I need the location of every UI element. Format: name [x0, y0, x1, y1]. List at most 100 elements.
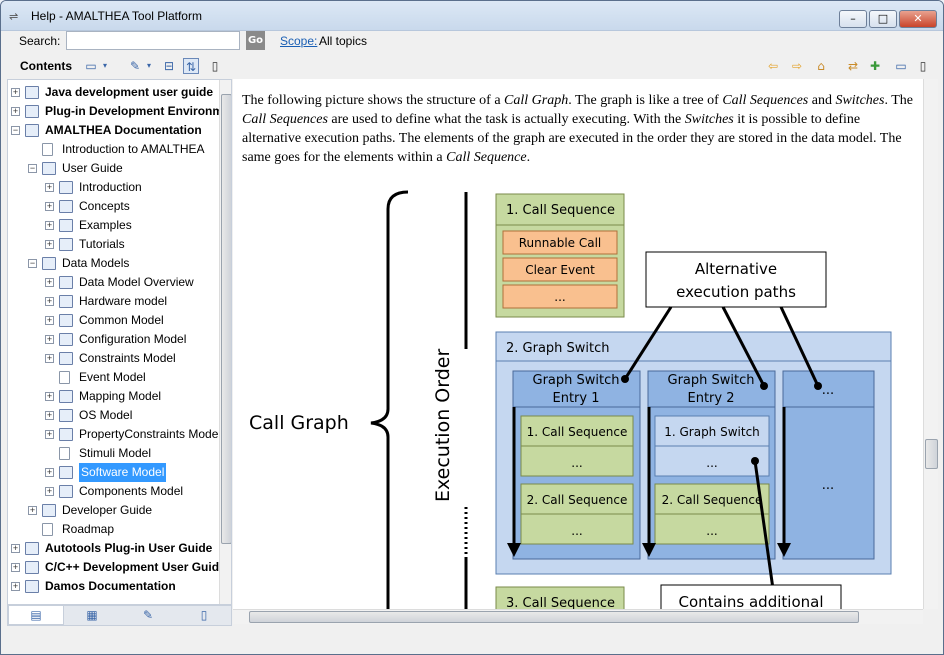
toc-item[interactable]: +Constraints Model [8, 349, 217, 368]
book-icon [59, 466, 73, 479]
expand-icon[interactable]: + [11, 106, 20, 116]
toc-item[interactable]: Stimuli Model [8, 444, 217, 463]
search-input[interactable] [66, 31, 240, 50]
expand-icon[interactable]: + [45, 220, 54, 230]
book-icon [59, 200, 73, 213]
toc-item[interactable]: +Tutorials [8, 235, 217, 254]
toolbar: Contents ▭ ▾ ✎ ▾ ⊟ ⇅ ▯ ⇦ ⇨ ⌂ ⇄ ✚ ▭ ▯ [1, 56, 943, 78]
expand-icon[interactable]: + [45, 315, 54, 325]
print-icon[interactable]: ▭ [85, 59, 97, 73]
add-bookmark-icon[interactable]: ✚ [869, 59, 881, 73]
toc-item[interactable]: +Software Model [8, 463, 217, 482]
text-run: are used to define what the task is actu… [327, 112, 685, 127]
toc-item[interactable]: +Plug-in Development Environment [8, 102, 231, 121]
collapse-icon[interactable]: − [28, 163, 37, 173]
content-hscroll-thumb[interactable] [249, 611, 859, 623]
toc-item[interactable]: −User Guide [8, 159, 217, 178]
toc-item-label: Damos Documentation [45, 579, 176, 593]
chevron-down-icon[interactable]: ▾ [102, 61, 107, 70]
toc-item[interactable]: Event Model [8, 368, 217, 387]
expand-icon[interactable]: + [45, 201, 54, 211]
toc-item[interactable]: +Developer Guide [8, 501, 217, 520]
collapse-icon[interactable]: − [11, 125, 20, 135]
forward-icon[interactable]: ⇨ [791, 59, 803, 73]
chevron-down-icon[interactable]: ▾ [146, 61, 151, 70]
back-icon[interactable]: ⇦ [767, 59, 779, 73]
toc-item[interactable]: +Java development user guide [8, 83, 217, 102]
toc-item[interactable]: +Examples [8, 216, 217, 235]
toc-item[interactable]: +C/C++ Development User Guide [8, 558, 226, 577]
home-icon[interactable]: ⌂ [817, 59, 825, 73]
toc-item-label: Data Model Overview [79, 275, 194, 289]
content-horizontal-scrollbar[interactable] [233, 609, 923, 624]
entry-3-dots: ... [822, 478, 834, 493]
expand-icon[interactable]: + [45, 467, 54, 477]
switch-entry-3 [782, 370, 875, 560]
toc-item[interactable]: +Introduction [8, 178, 217, 197]
expand-icon[interactable]: + [45, 353, 54, 363]
minimize-button[interactable]: – [839, 10, 867, 28]
toc-item[interactable]: Roadmap [8, 520, 217, 539]
expand-icon[interactable]: + [11, 543, 20, 553]
maximize-view-icon[interactable]: ▯ [211, 59, 219, 73]
tab-bookmarks[interactable]: ▯ [200, 608, 208, 622]
tab-contents[interactable]: ▤ [8, 606, 64, 625]
book-icon [59, 409, 73, 422]
toc-item[interactable]: +Components Model [8, 482, 217, 501]
toc-item[interactable]: +Hardware model [8, 292, 217, 311]
collapse-all-icon[interactable]: ⊟ [163, 59, 175, 73]
expand-icon[interactable]: + [11, 581, 20, 591]
tab-search[interactable]: ✎ [142, 608, 154, 622]
toc-item[interactable]: +Autotools Plug-in User Guide [8, 539, 217, 558]
print-page-icon[interactable]: ▭ [895, 59, 907, 73]
toc-item[interactable]: +PropertyConstraints Model [8, 425, 221, 444]
expand-icon[interactable]: + [11, 562, 20, 572]
toc-item[interactable]: +OS Model [8, 406, 217, 425]
toc-item[interactable]: + Damos Documentation [8, 577, 217, 596]
alternative-paths-line2: execution paths [676, 283, 796, 301]
close-button[interactable]: ✕ [899, 10, 937, 28]
expand-icon[interactable]: + [11, 87, 20, 97]
expand-icon[interactable]: + [45, 334, 54, 344]
show-in-toc-icon[interactable]: ⇄ [847, 59, 859, 73]
expand-icon[interactable]: + [45, 277, 54, 287]
content-vertical-scrollbar[interactable] [923, 79, 938, 609]
expand-icon[interactable]: + [45, 296, 54, 306]
bookmark-icon[interactable]: ✎ [129, 59, 141, 73]
content-scroll-thumb[interactable] [925, 439, 938, 469]
toc-item[interactable]: − AMALTHEA Documentation [8, 121, 217, 140]
expand-icon[interactable]: + [45, 239, 54, 249]
emphasized-term: Switches [835, 93, 885, 108]
toc-item-label: AMALTHEA Documentation [45, 123, 202, 137]
maximize-content-icon[interactable]: ▯ [919, 59, 927, 73]
emphasized-term: Call Sequences [722, 93, 809, 108]
toc-vertical-scrollbar[interactable] [219, 80, 231, 604]
toc-item-label: Roadmap [62, 522, 115, 536]
toc-item[interactable]: Introduction to AMALTHEA [8, 140, 217, 159]
expand-icon[interactable]: + [45, 391, 54, 401]
expand-icon[interactable]: + [45, 182, 54, 192]
expand-icon[interactable]: + [45, 429, 54, 439]
e1-seq2-dots: ... [571, 524, 582, 538]
book-icon [25, 124, 39, 137]
toc-item-label: Stimuli Model [79, 446, 152, 460]
toc-item-label: Data Models [62, 256, 130, 270]
go-button[interactable]: Go [246, 31, 265, 50]
scope-link[interactable]: Scope: [280, 34, 318, 48]
collapse-icon[interactable]: − [28, 258, 37, 268]
maximize-button[interactable]: □ [869, 10, 897, 28]
toc-item[interactable]: +Mapping Model [8, 387, 217, 406]
toc-scroll-thumb[interactable] [221, 94, 231, 544]
toc-item[interactable]: +Common Model [8, 311, 217, 330]
toc-item[interactable]: − Data Models [8, 254, 217, 273]
expand-icon[interactable]: + [45, 410, 54, 420]
call-sequence-3-title: 3. Call Sequence [506, 596, 615, 609]
book-icon [59, 428, 73, 441]
expand-icon[interactable]: + [28, 505, 37, 515]
toc-item[interactable]: +Configuration Model [8, 330, 217, 349]
expand-icon[interactable]: + [45, 486, 54, 496]
link-with-contents-icon[interactable]: ⇅ [183, 58, 199, 74]
toc-item[interactable]: + Data Model Overview [8, 273, 217, 292]
toc-item[interactable]: +Concepts [8, 197, 217, 216]
tab-index[interactable]: ▦ [86, 608, 98, 622]
